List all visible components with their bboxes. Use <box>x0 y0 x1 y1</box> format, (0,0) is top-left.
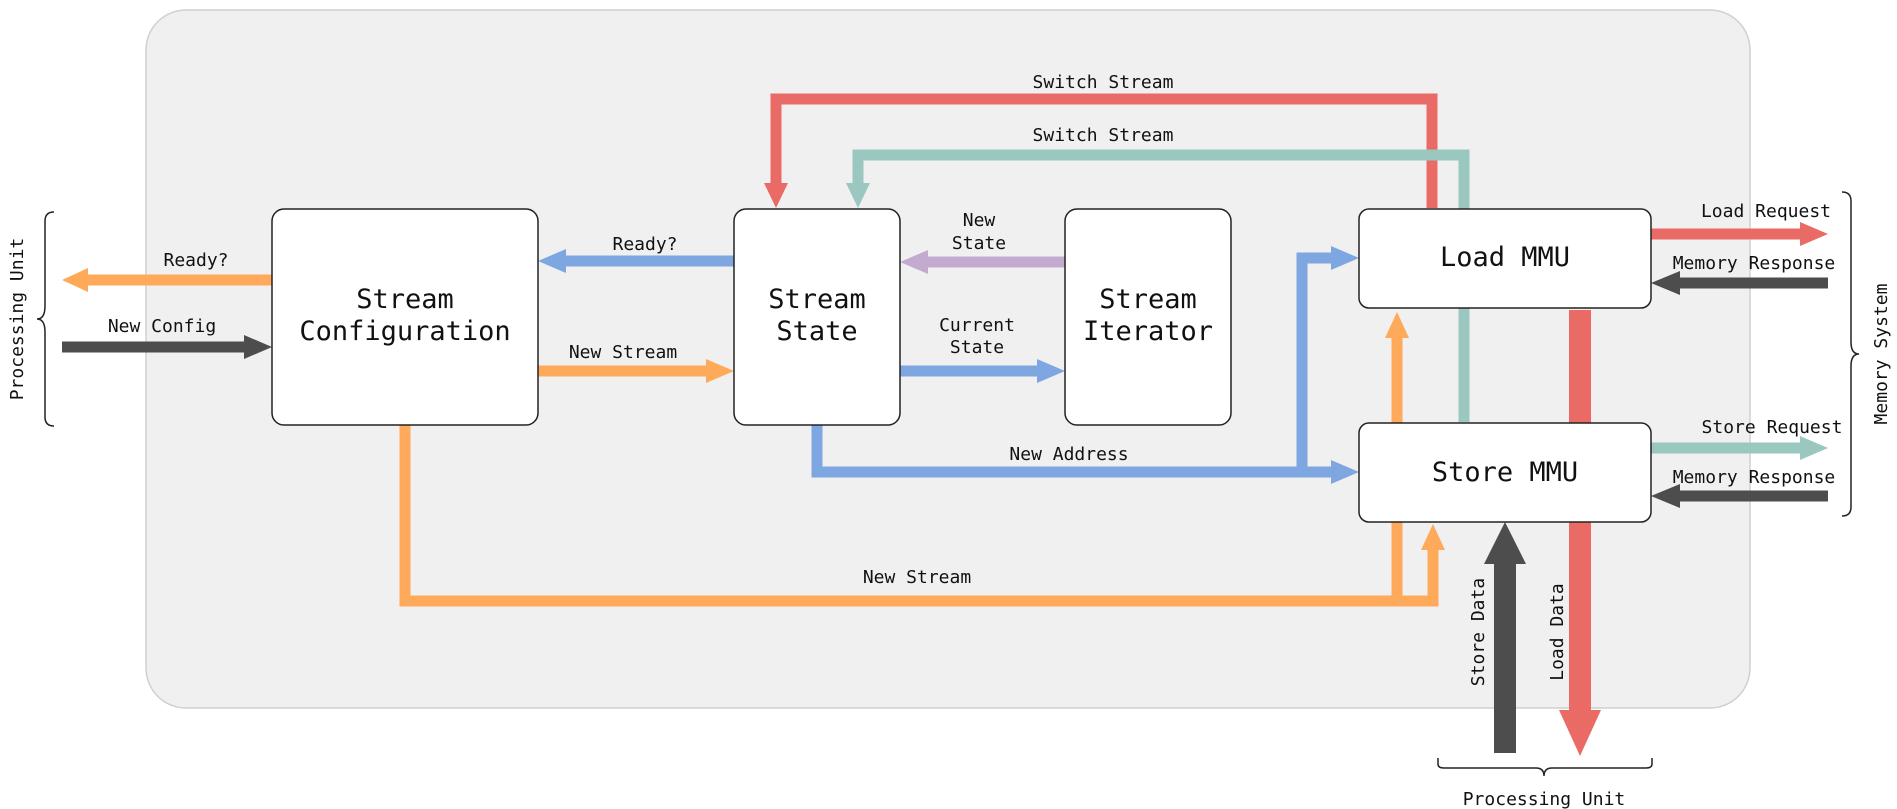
store-mmu-block: Store MMU <box>1358 422 1652 523</box>
bottom-brace <box>1437 758 1653 777</box>
right-side-label: Memory System <box>1871 284 1892 425</box>
store-data-label: Store Data <box>1468 578 1489 686</box>
switch-stream-red-label: Switch Stream <box>1033 72 1174 93</box>
new-stream-top-arrow <box>538 359 734 383</box>
load-request-label: Load Request <box>1701 201 1831 222</box>
ready-state-label: Ready? <box>612 234 677 255</box>
switch-stream-teal-label: Switch Stream <box>1033 125 1174 146</box>
store-request-label: Store Request <box>1702 417 1843 438</box>
new-stream-bottom-label: New Stream <box>863 567 971 588</box>
current-state-label-line-1: Current <box>939 315 1015 336</box>
new-address-arrow <box>811 246 1359 484</box>
memory-response-load-arrow <box>1651 271 1828 295</box>
new-state-label-line-2: State <box>952 233 1006 254</box>
store-mmu-title: Store MMU <box>1432 457 1578 488</box>
new-config-arrow <box>62 335 272 359</box>
engine-panel <box>145 9 1751 709</box>
store-request-arrow <box>1651 436 1828 460</box>
stream-state-title-line-2: State <box>776 316 857 347</box>
memory-response-store-label: Memory Response <box>1673 467 1836 488</box>
stream-iterator-block: Stream Iterator <box>1064 208 1232 426</box>
current-state-label-line-2: State <box>950 337 1004 358</box>
load-request-arrow <box>1651 222 1828 246</box>
current-state-arrow <box>900 359 1065 383</box>
load-mmu-block: Load MMU <box>1358 208 1652 309</box>
stream-configuration-title-line-1: Stream <box>356 284 454 315</box>
new-state-arrow <box>900 250 1065 274</box>
left-side-label: Processing Unit <box>7 238 28 401</box>
new-stream-top-label: New Stream <box>569 342 677 363</box>
right-brace <box>1841 191 1860 517</box>
left-brace <box>36 211 55 427</box>
store-data-arrow <box>1484 522 1526 753</box>
load-mmu-title: Load MMU <box>1440 242 1570 273</box>
new-config-label: New Config <box>108 316 216 337</box>
stream-state-block: Stream State <box>733 208 901 426</box>
ready-output-arrow <box>62 268 272 292</box>
stream-iterator-title-line-2: Iterator <box>1083 316 1213 347</box>
stream-configuration-title-line-2: Configuration <box>299 316 510 347</box>
memory-response-store-arrow <box>1651 484 1828 508</box>
stream-configuration-block: Stream Configuration <box>271 208 539 426</box>
new-address-label: New Address <box>1009 444 1128 465</box>
memory-response-load-label: Memory Response <box>1673 253 1836 274</box>
stream-state-title-line-1: Stream <box>768 284 866 315</box>
bottom-side-label: Processing Unit <box>1463 789 1626 809</box>
ready-state-arrow <box>538 249 734 273</box>
stream-iterator-title-line-1: Stream <box>1099 284 1197 315</box>
ready-output-label: Ready? <box>163 250 228 271</box>
load-data-label: Load Data <box>1547 583 1568 681</box>
new-state-label-line-1: New <box>963 210 996 231</box>
